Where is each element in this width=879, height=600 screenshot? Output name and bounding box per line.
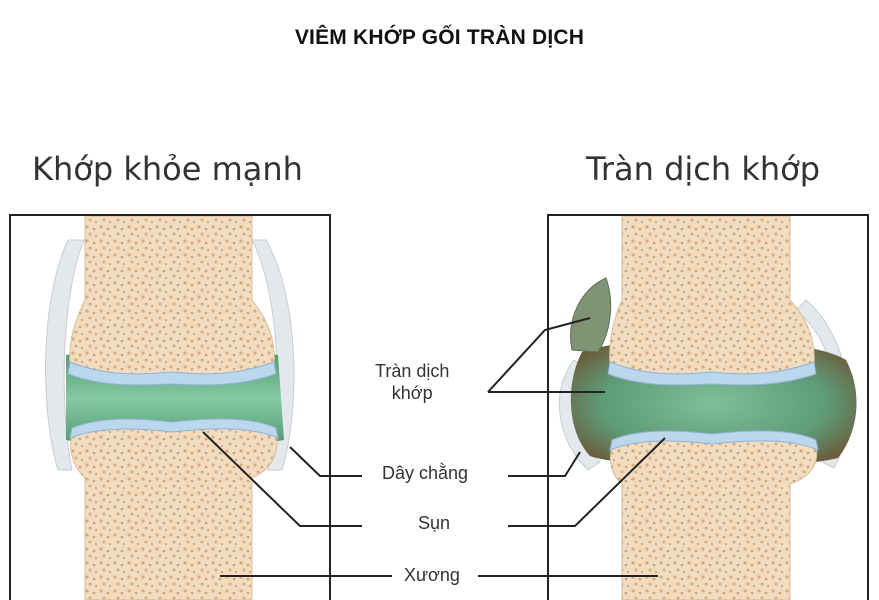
effusion-lower-cartilage <box>609 430 819 451</box>
ligament-label: Dây chằng <box>382 463 469 483</box>
bone-label: Xương <box>404 565 460 585</box>
effusion-joint-panel <box>547 214 869 600</box>
leader-ligament-right <box>508 451 581 477</box>
effusion-label-line2: khớp <box>391 383 433 403</box>
healthy-ligament <box>45 239 295 471</box>
leader-lines <box>202 317 666 577</box>
effusion-joint-title: Tràn dịch khớp <box>586 150 821 188</box>
effusion-label-line1: Tràn dịch <box>375 361 450 381</box>
healthy-femur-bone <box>69 216 275 378</box>
healthy-joint-panel <box>9 214 331 600</box>
healthy-joint-title: Khớp khỏe mạnh <box>32 150 303 188</box>
leader-ligament-left <box>289 446 362 477</box>
healthy-tibia-bone <box>70 426 278 600</box>
healthy-lower-cartilage <box>69 418 279 439</box>
page-title: VIÊM KHỚP GỐI TRÀN DỊCH <box>294 26 585 49</box>
leader-effusion-pouch <box>487 317 591 393</box>
effusion-upper-cartilage <box>607 361 817 386</box>
effusion-label: Tràn dịch khớp <box>375 360 449 404</box>
cartilage-label: Sụn <box>418 513 451 533</box>
leader-cartilage-left <box>202 431 362 527</box>
healthy-upper-cartilage <box>67 361 277 386</box>
effusion-femur-bone <box>609 216 815 378</box>
leader-cartilage-right <box>508 437 666 527</box>
